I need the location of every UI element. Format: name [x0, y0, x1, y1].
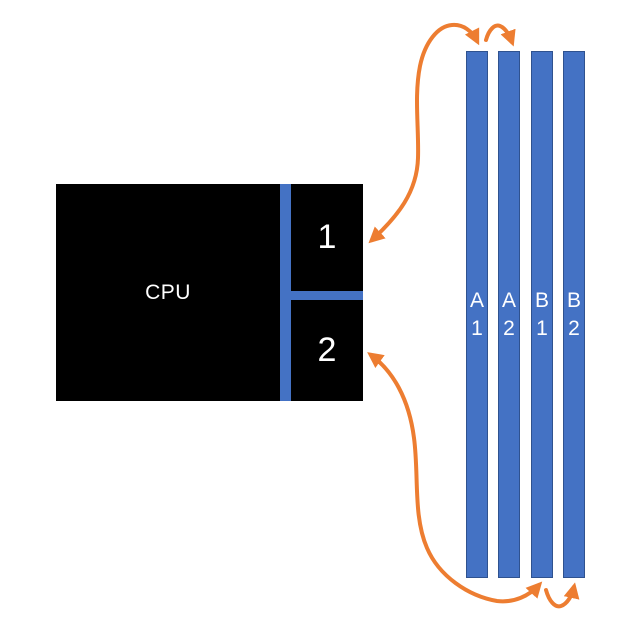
arrow-b1-to-b2: [544, 582, 580, 609]
cpu-label: CPU: [145, 280, 191, 304]
memory-slot-a2: A 2: [498, 51, 520, 578]
memory-slot-a1: A 1: [466, 51, 488, 578]
cpu-channel-2: 2: [291, 300, 363, 401]
slot-a2-number-label: 2: [503, 316, 515, 340]
cpu-channel-divider: [280, 184, 291, 401]
arrow-a1-to-a2: [484, 23, 516, 47]
cpu-channel-separator: [291, 291, 363, 300]
slot-b2-number-label: 2: [568, 316, 580, 340]
memory-slot-b2: B 2: [563, 51, 585, 578]
memory-slot-b1: B 1: [531, 51, 553, 578]
slot-a1-bank-label: A: [469, 288, 484, 312]
slot-b1-number-label: 1: [536, 316, 548, 340]
slot-b2-bank-label: B: [566, 288, 581, 312]
cpu-channel-2-label: 2: [317, 331, 337, 369]
cpu-channel-1: 1: [291, 184, 363, 291]
slot-b1-bank-label: B: [534, 288, 549, 312]
slot-a1-number-label: 1: [471, 316, 483, 340]
cpu-channel-1-label: 1: [317, 218, 337, 256]
arrow-channel1-to-a1: [368, 22, 480, 244]
slot-a2-bank-label: A: [501, 288, 516, 312]
cpu-box: CPU 1 2: [56, 184, 363, 401]
